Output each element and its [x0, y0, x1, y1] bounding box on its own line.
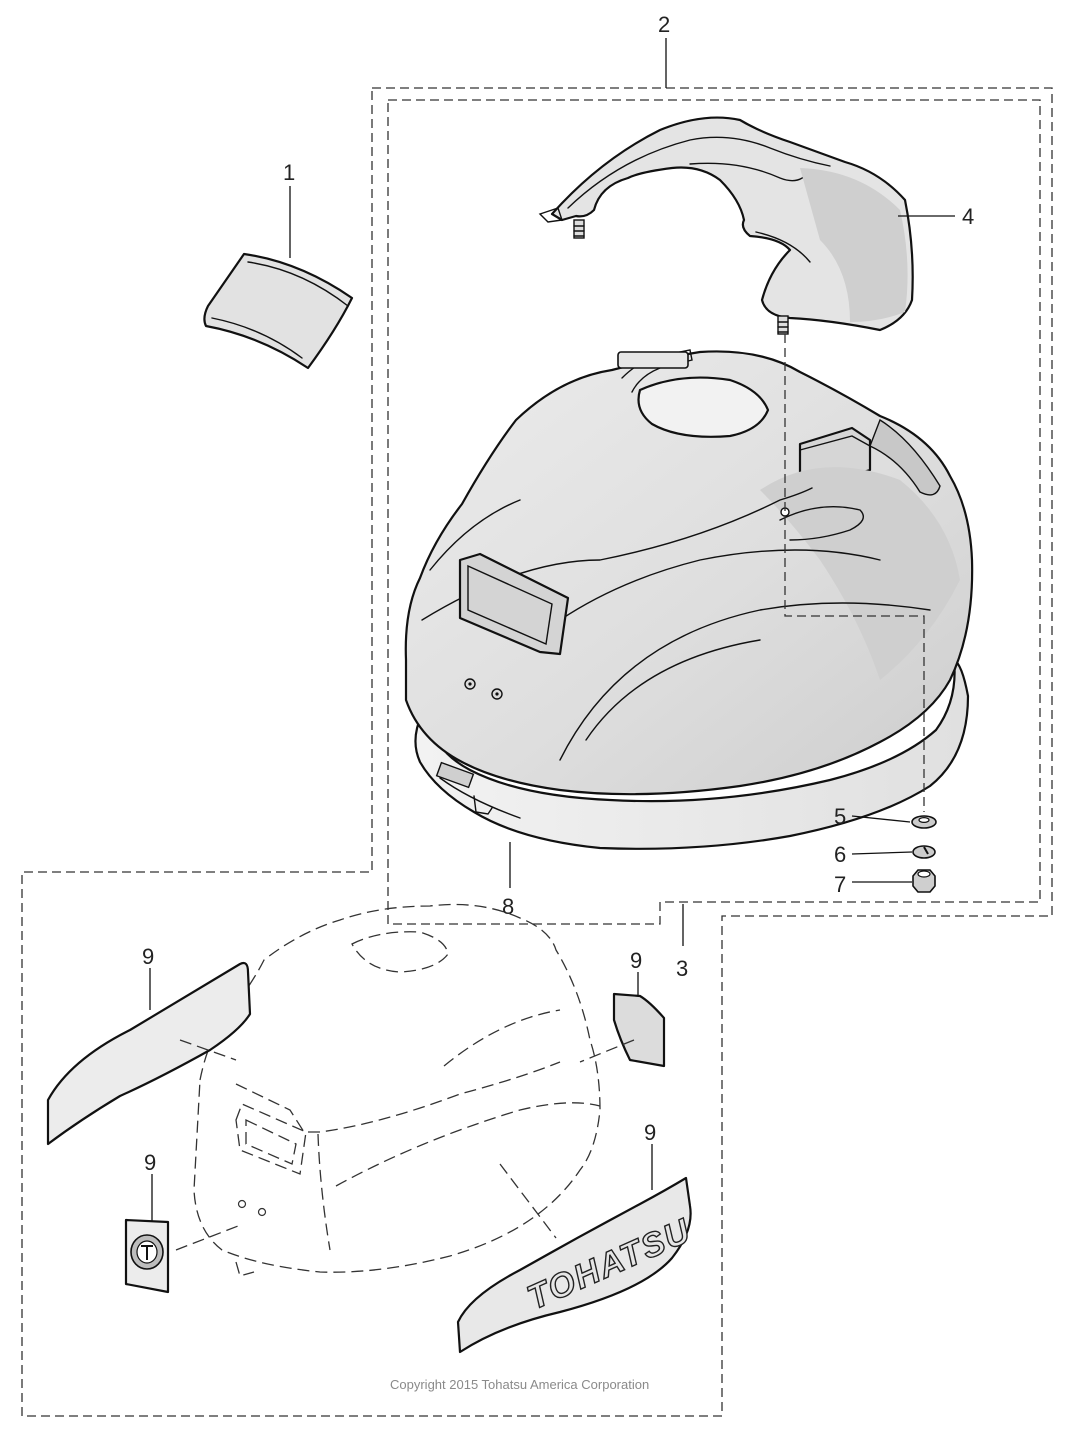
- callout-7: 7: [834, 872, 846, 897]
- ghost-cover: [193, 903, 601, 1277]
- pointer-9d: [499, 1163, 557, 1239]
- callout-5: 5: [834, 804, 846, 829]
- part-8-seal: [414, 658, 970, 850]
- callout-1: 1: [283, 160, 295, 185]
- copyright-notice: Copyright 2015 Tohatsu America Corporati…: [390, 1377, 649, 1392]
- callout-9a: 9: [142, 944, 154, 969]
- callout-3: 3: [676, 956, 688, 981]
- part-9-decal-left: [46, 961, 252, 1146]
- part-9-decal-brand: TOHATSU: [456, 1176, 698, 1354]
- callout-9b: 9: [630, 948, 642, 973]
- part-7-nut: [912, 869, 936, 893]
- callout-2: 2: [658, 12, 670, 37]
- pointer-9c: [175, 1225, 239, 1251]
- leader-6: [851, 851, 913, 855]
- part-4-rear-cover: [538, 116, 914, 335]
- group-2-boundary: [21, 87, 1053, 1417]
- pointer-9b: [579, 1039, 635, 1063]
- assembly-line: [784, 334, 925, 812]
- leader-5: [851, 815, 911, 823]
- group-3-boundary: [387, 99, 1041, 925]
- engine-top-cover: [404, 349, 974, 815]
- pointer-9a: [179, 1039, 237, 1061]
- callout-8: 8: [502, 894, 514, 919]
- callout-9d: 9: [644, 1120, 656, 1145]
- part-9-decal-emblem: [124, 1218, 170, 1294]
- callout-6: 6: [834, 842, 846, 867]
- part-6-spring-washer: [912, 845, 936, 859]
- callout-9c: 9: [144, 1150, 156, 1175]
- part-9-decal-right: [612, 992, 666, 1068]
- part-1-cushion-pad: [203, 252, 354, 370]
- part-5-washer: [911, 815, 937, 829]
- callout-4: 4: [962, 204, 974, 229]
